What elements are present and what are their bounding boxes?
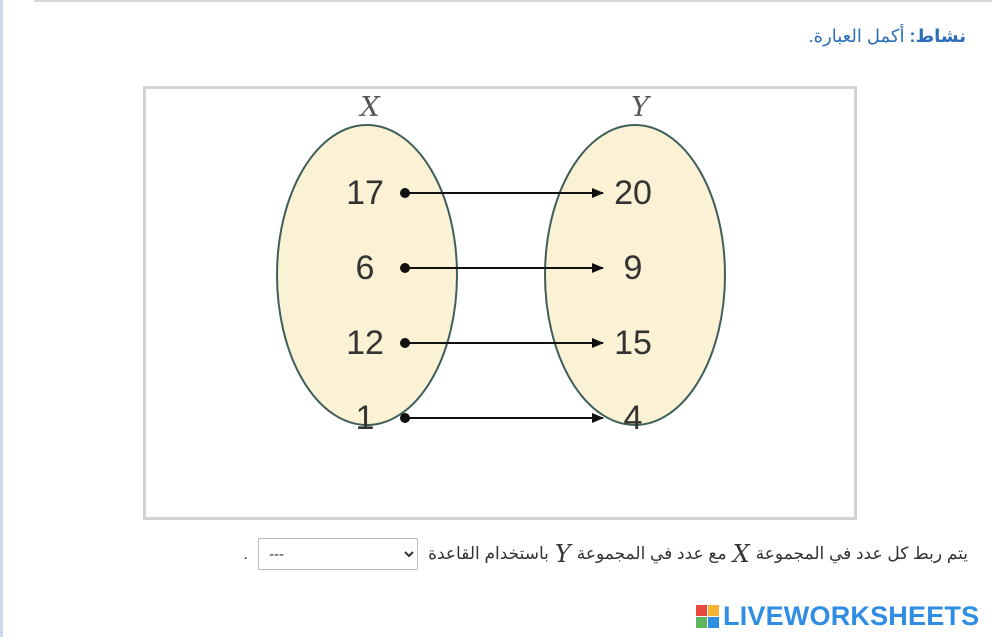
set-y-label: Y <box>631 92 651 123</box>
top-divider <box>34 0 992 2</box>
mapping-diagram: X Y 17 6 12 1 20 9 15 4 <box>276 92 726 437</box>
sentence-end: . <box>243 544 249 563</box>
set-y-ellipse <box>544 124 726 426</box>
logo-square <box>696 604 707 616</box>
domain-value: 6 <box>356 249 375 287</box>
mapping-diagram-frame: X Y 17 6 12 1 20 9 15 4 <box>143 86 857 520</box>
logo-square <box>696 616 707 628</box>
sentence-part-1: يتم ربط كل عدد في المجموعة <box>755 544 968 563</box>
range-value: 9 <box>624 249 643 287</box>
liveworksheets-logo-icon <box>696 604 719 628</box>
activity-text: أكمل العبارة. <box>808 26 905 46</box>
domain-value: 1 <box>356 399 375 437</box>
domain-value: 17 <box>346 174 384 212</box>
range-value: 15 <box>614 324 652 362</box>
range-value: 4 <box>624 399 643 437</box>
range-value: 20 <box>614 174 652 212</box>
logo-square <box>708 616 719 628</box>
fill-in-sentence: يتم ربط كل عدد في المجموعة X مع عدد في ا… <box>243 538 968 570</box>
set-x-ellipse <box>276 124 458 426</box>
sentence-part-3: باستخدام القاعدة <box>428 544 549 563</box>
activity-label: نشاط: <box>909 26 966 46</box>
liveworksheets-logo: LIVEWORKSHEETS <box>696 601 979 631</box>
set-x-label: X <box>358 92 381 123</box>
liveworksheets-logo-text: LIVEWORKSHEETS <box>723 600 980 631</box>
logo-square <box>708 604 719 616</box>
sentence-var-x: X <box>732 540 750 568</box>
domain-value: 12 <box>346 324 384 362</box>
activity-instruction: نشاط: أكمل العبارة. <box>809 26 966 47</box>
rule-dropdown[interactable]: --- <box>258 538 419 570</box>
left-border <box>0 0 3 637</box>
sentence-part-2: مع عدد في المجموعة <box>576 544 727 563</box>
sentence-var-y: Y <box>554 540 571 568</box>
